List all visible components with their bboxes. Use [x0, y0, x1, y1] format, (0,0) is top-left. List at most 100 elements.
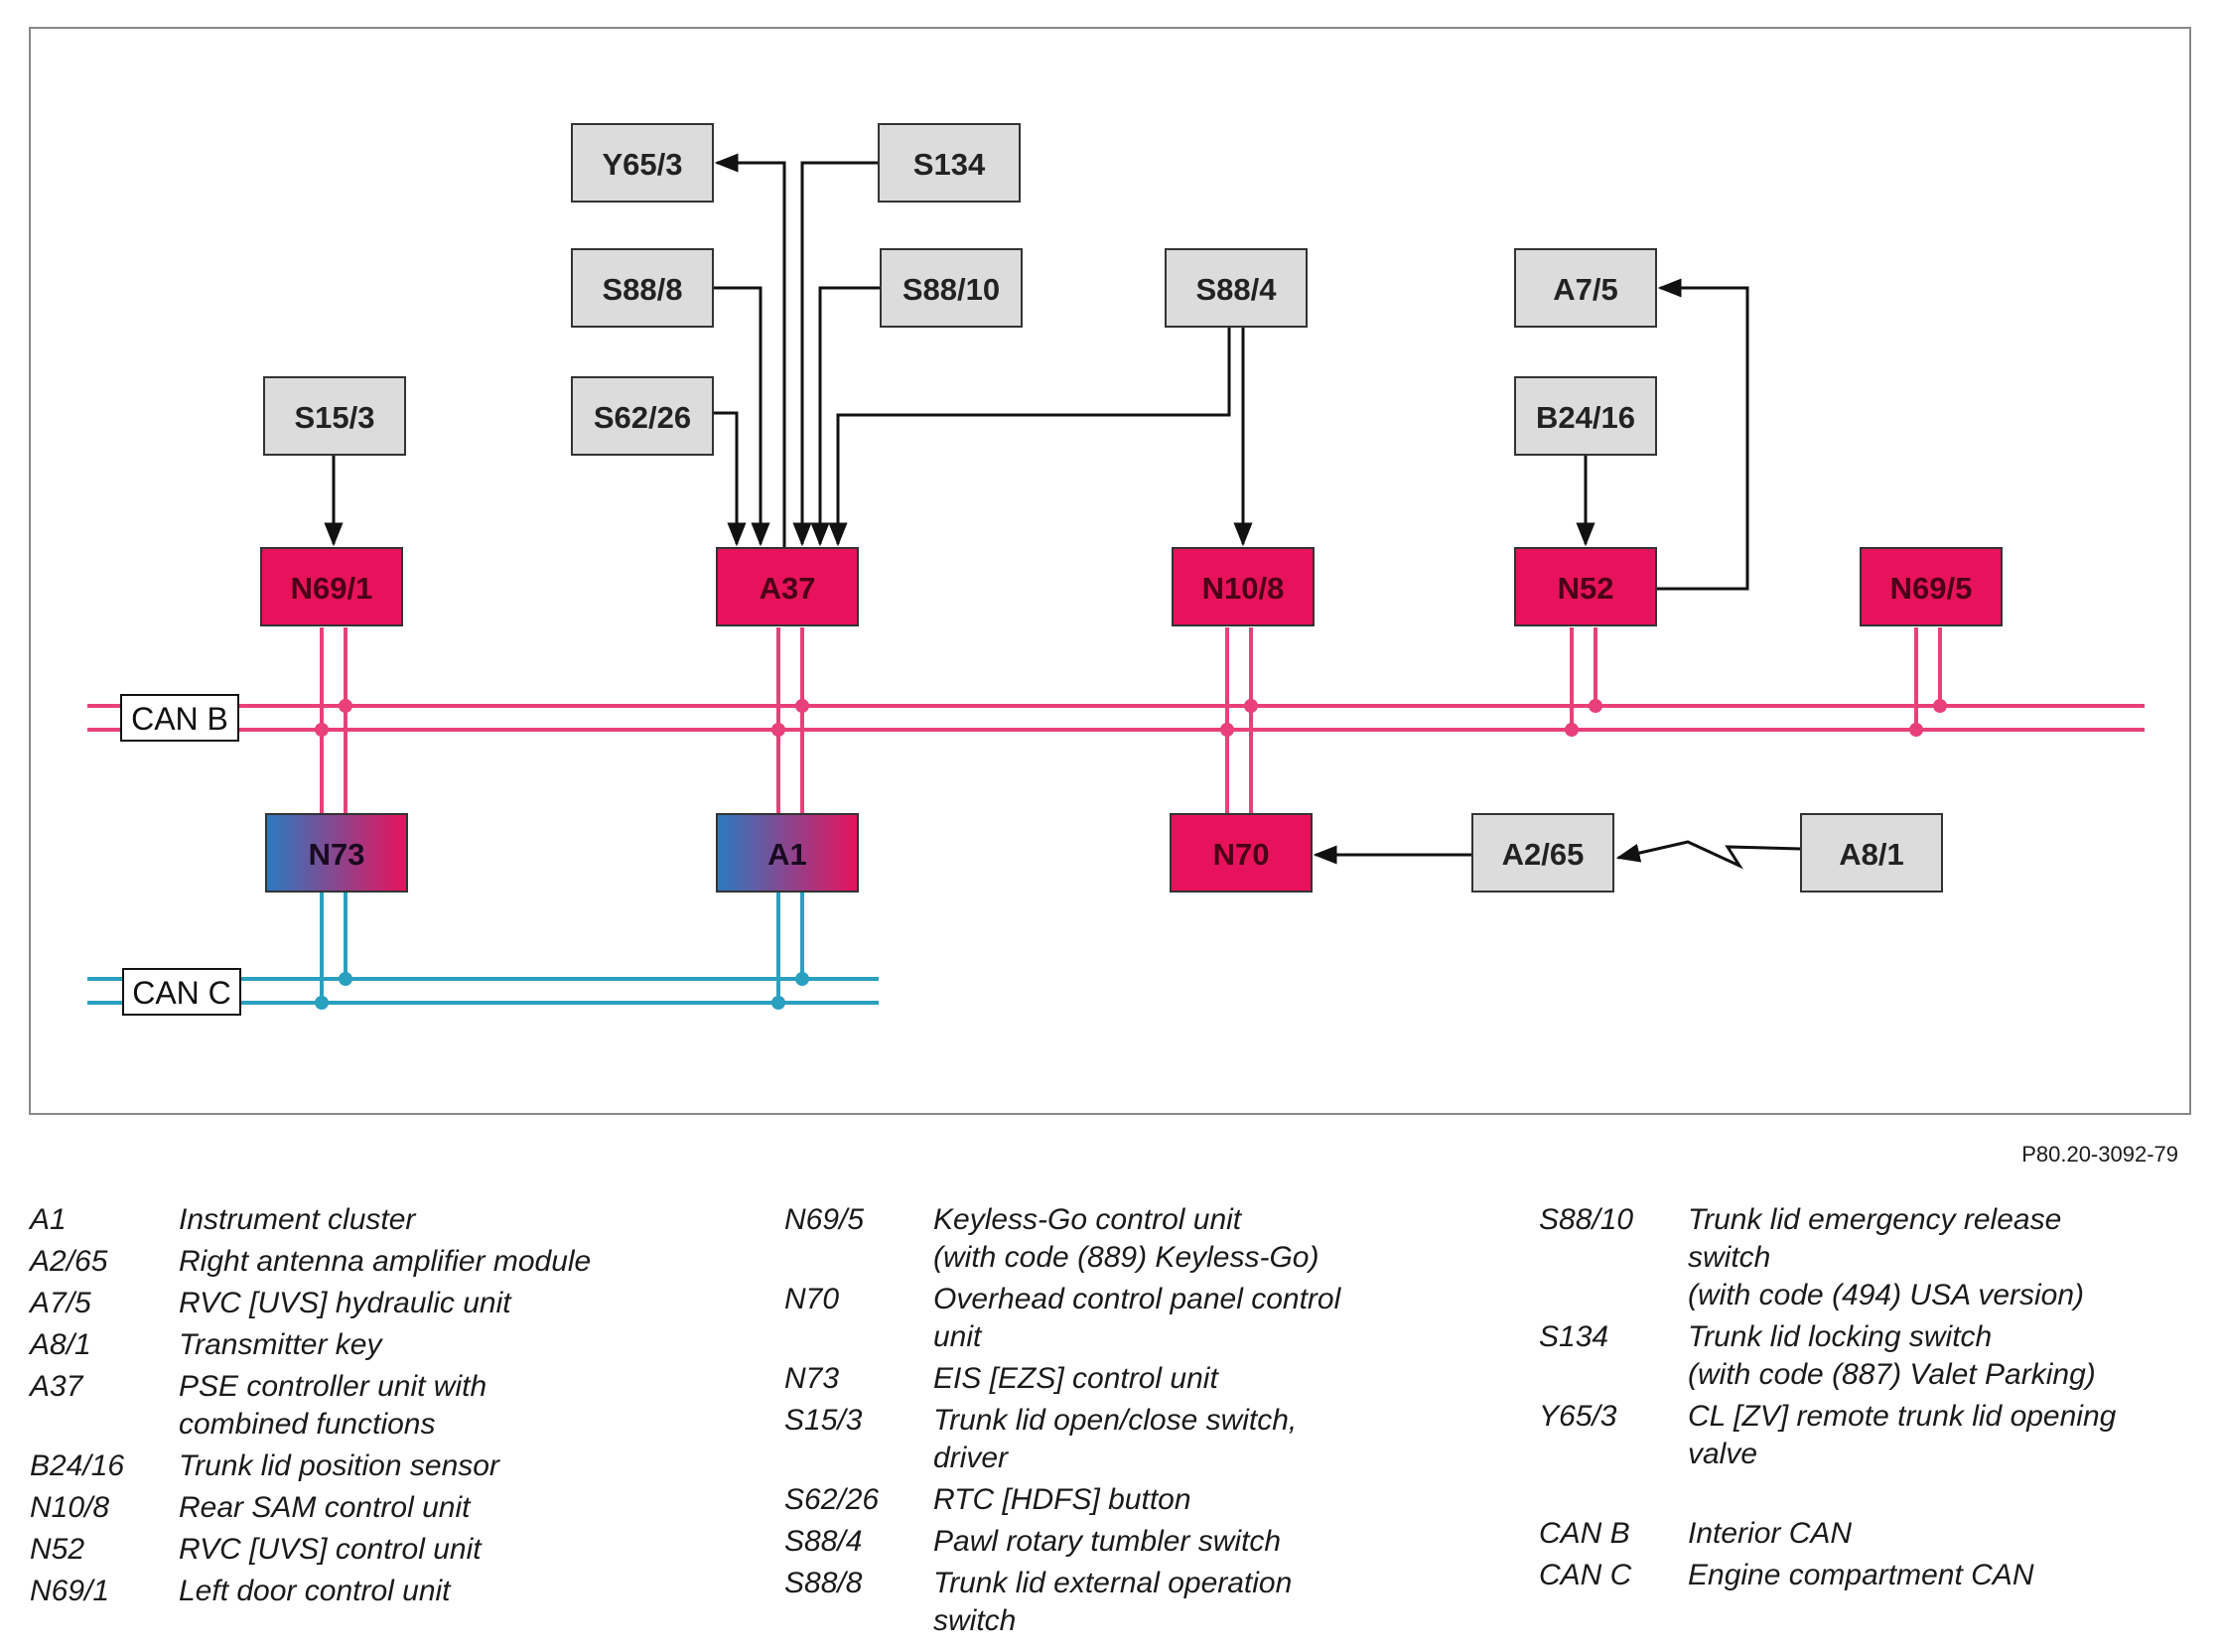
svg-text:S88/10: S88/10: [902, 272, 1000, 307]
legend-description: EIS [EZS] control unit: [933, 1362, 1218, 1395]
svg-text:N69/1: N69/1: [291, 571, 373, 606]
box-A7-5: A7/5: [1514, 248, 1657, 328]
box-S88-8: S88/8: [571, 248, 714, 328]
legend-description: CL [ZV] remote trunk lid opening valve: [1688, 1400, 2117, 1470]
legend-gap: [1539, 1477, 2214, 1515]
svg-text:A37: A37: [760, 571, 816, 606]
legend-code: A2/65: [30, 1245, 108, 1278]
legend-row: S88/8 Trunk lid external operation switch: [784, 1565, 1499, 1640]
diagram-frame: [29, 27, 2191, 1115]
box-N10-8: N10/8: [1172, 547, 1315, 626]
signal-lines: [324, 153, 1802, 870]
svg-text:N52: N52: [1558, 571, 1614, 606]
legend-row: N73 EIS [EZS] control unit: [784, 1360, 1499, 1398]
legend-description: PSE controller unit with combined functi…: [179, 1370, 487, 1441]
legend-code: N69/5: [784, 1203, 865, 1236]
box-N70: N70: [1170, 813, 1313, 893]
legend-description: Interior CAN: [1688, 1517, 1853, 1550]
legend-description: RTC [HDFS] button: [933, 1483, 1191, 1516]
legend-description: Pawl rotary tumbler switch: [933, 1525, 1282, 1558]
figure-reference: P80.20-3092-79: [2021, 1142, 2178, 1167]
box-A2-65: A2/65: [1471, 813, 1614, 893]
svg-text:CAN C: CAN C: [132, 975, 231, 1011]
legend-description: Overhead control panel control unit: [933, 1283, 1341, 1353]
svg-text:N73: N73: [309, 837, 365, 872]
legend-description: Transmitter key: [179, 1328, 382, 1361]
box-B24-16: B24/16: [1514, 376, 1657, 456]
legend-row: S15/3 Trunk lid open/close switch, driver: [784, 1402, 1499, 1477]
box-Y65-3: Y65/3: [571, 123, 714, 203]
legend-row: CAN B Interior CAN: [1539, 1515, 2214, 1553]
box-S88-10: S88/10: [880, 248, 1023, 328]
legend-description: Trunk lid emergency release switch (with…: [1688, 1203, 2085, 1311]
legend-description: Trunk lid external operation switch: [933, 1567, 1293, 1637]
legend-row: A1 Instrument cluster: [30, 1201, 725, 1239]
legend-description: RVC [UVS] hydraulic unit: [179, 1287, 511, 1319]
svg-text:N70: N70: [1213, 837, 1270, 872]
junction-dots: [315, 699, 1947, 1010]
legend-code: S15/3: [784, 1404, 863, 1437]
box-N69-5: N69/5: [1860, 547, 2003, 626]
legend-code: S62/26: [784, 1483, 880, 1516]
can-b-connections: [320, 627, 1942, 814]
legend-description: Trunk lid locking switch (with code (887…: [1688, 1320, 2096, 1391]
legend-code: A8/1: [30, 1328, 91, 1361]
svg-text:S15/3: S15/3: [294, 400, 374, 435]
svg-text:N69/5: N69/5: [1890, 571, 1973, 606]
legend-code: N10/8: [30, 1491, 110, 1524]
box-N73: N73: [265, 813, 408, 893]
legend-code: N73: [784, 1362, 840, 1395]
box-A8-1: A8/1: [1800, 813, 1943, 893]
box-N69-1: N69/1: [260, 547, 403, 626]
legend-code: S134: [1539, 1320, 1609, 1353]
legend-row: N69/1 Left door control unit: [30, 1573, 725, 1610]
legend-code: Y65/3: [1539, 1400, 1617, 1433]
legend-row: A7/5 RVC [UVS] hydraulic unit: [30, 1285, 725, 1322]
legend-row: A8/1 Transmitter key: [30, 1326, 725, 1364]
legend-description: Trunk lid position sensor: [179, 1449, 499, 1482]
svg-text:A1: A1: [767, 837, 807, 872]
box-S134: S134: [878, 123, 1021, 203]
svg-text:S88/4: S88/4: [1195, 272, 1277, 307]
legend-row: S62/26 RTC [HDFS] button: [784, 1481, 1499, 1519]
legend-code: A37: [30, 1370, 83, 1403]
box-A37: A37: [716, 547, 859, 626]
legend-code: B24/16: [30, 1449, 125, 1482]
legend-description: RVC [UVS] control unit: [179, 1533, 482, 1566]
box-S62-26: S62/26: [571, 376, 714, 456]
legend-description: Instrument cluster: [179, 1203, 416, 1236]
legend-description: Trunk lid open/close switch, driver: [933, 1404, 1298, 1474]
legend-row: Y65/3 CL [ZV] remote trunk lid opening va…: [1539, 1398, 2214, 1473]
legend-row: A37 PSE controller unit with combined fun…: [30, 1368, 725, 1444]
svg-text:N10/8: N10/8: [1202, 571, 1285, 606]
svg-text:S62/26: S62/26: [594, 400, 691, 435]
legend-description: Left door control unit: [179, 1575, 451, 1607]
can-b-label: CAN B: [120, 694, 239, 742]
legend-description: Right antenna amplifier module: [179, 1245, 592, 1278]
svg-text:S88/8: S88/8: [602, 272, 682, 307]
svg-text:CAN B: CAN B: [131, 701, 228, 737]
legend-code: A1: [30, 1203, 67, 1236]
can-network-diagram: Y65/3 S134 S88/8 S88/10 S88/4 A7/5 S15/3…: [29, 27, 2191, 1115]
legend-code: N70: [784, 1283, 840, 1315]
svg-text:A2/65: A2/65: [1502, 837, 1585, 872]
component-boxes: Y65/3 S134 S88/8 S88/10 S88/4 A7/5 S15/3…: [263, 123, 1943, 893]
legend-code: S88/8: [784, 1567, 863, 1599]
box-S88-4: S88/4: [1165, 248, 1308, 328]
can-b-bus: [87, 704, 2145, 732]
svg-text:A8/1: A8/1: [1839, 837, 1903, 872]
legend-code: CAN B: [1539, 1517, 1630, 1550]
box-N52: N52: [1514, 547, 1657, 626]
legend-code: A7/5: [30, 1287, 91, 1319]
legend-code: N69/1: [30, 1575, 110, 1607]
svg-text:A7/5: A7/5: [1553, 272, 1617, 307]
